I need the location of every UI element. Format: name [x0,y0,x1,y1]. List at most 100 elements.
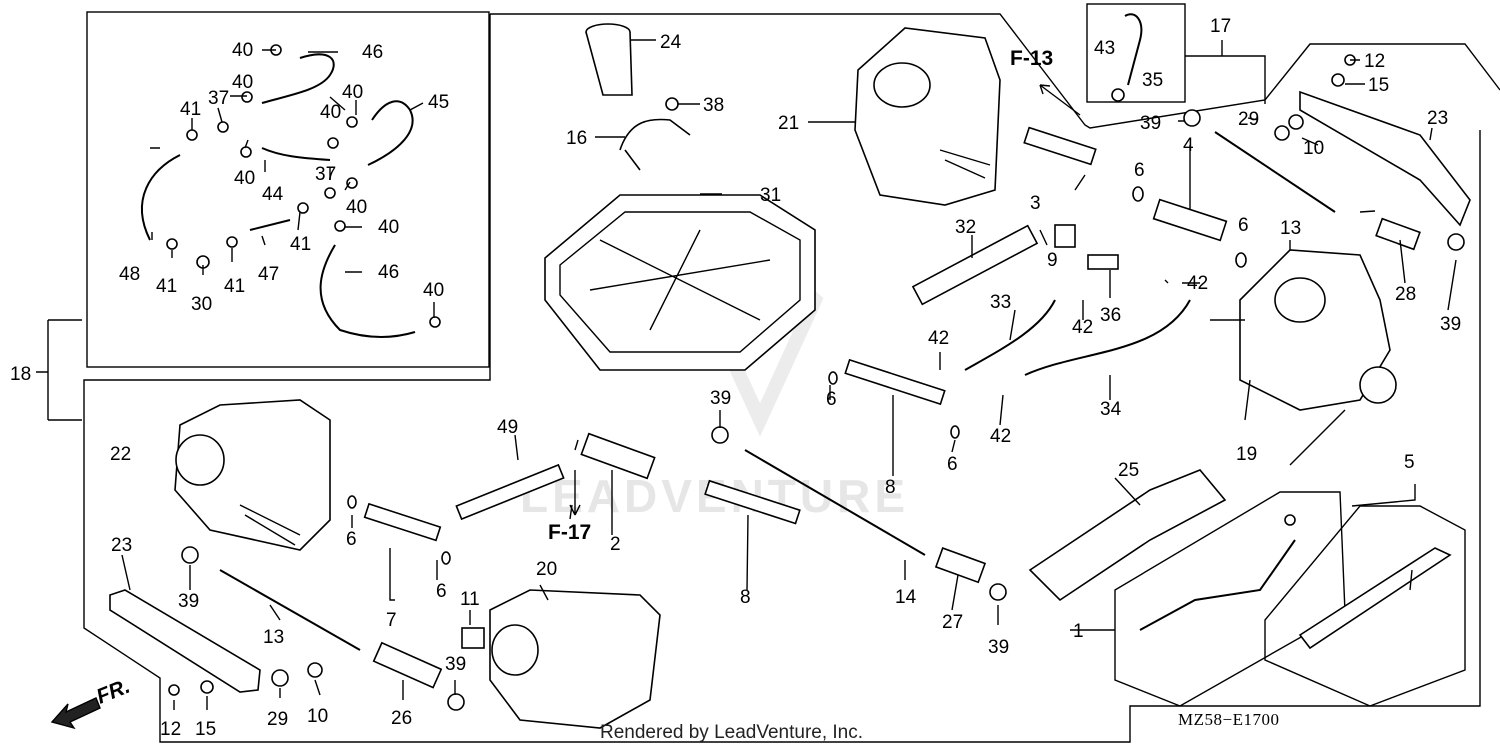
chamber-31-inner [559,211,801,353]
label-part-12: 12 [160,719,181,740]
label-part-13: 13 [1280,218,1301,239]
nut-39-a [1183,109,1201,127]
credit-text: Rendered by LeadVenture, Inc. [600,722,863,743]
hose-46-upper [261,53,335,104]
label-part-41: 41 [156,276,177,297]
nut-39-f [447,693,465,711]
screw-38 [665,97,679,111]
label-part-16: 16 [566,128,587,149]
label-part-7: 7 [386,610,397,631]
clip-41-d [226,236,238,248]
label-part-37: 37 [208,88,229,109]
carb-19-pulley [1359,366,1397,404]
bracket-5 [1351,484,1416,507]
label-part-6: 6 [346,529,357,550]
label-part-12: 12 [1364,51,1385,72]
label-part-6: 6 [1238,215,1249,236]
carb-22-bore [175,434,225,486]
hose-33 [964,299,1056,371]
label-part-30: 30 [191,294,212,315]
o-ring-6c [828,371,838,385]
leader-lines [121,39,1457,710]
hose-kit [140,44,441,338]
part-labels: 40 46 40 45 41 37 40 40 40 44 37 40 41 4… [10,16,1461,740]
label-part-40: 40 [342,82,363,103]
carb-20-bore [491,624,539,676]
screw-12-lower [168,684,180,696]
hose-34 [1024,299,1191,376]
label-part-39: 39 [710,388,731,409]
label-part-13: 13 [263,627,284,648]
o-ring-6e [347,495,357,509]
label-part-39: 39 [445,654,466,675]
carb-19-arms [1210,319,1346,466]
clip-43 [1111,88,1125,102]
spring-10-upper [1274,125,1290,141]
label-part-20: 20 [536,559,557,580]
nut-39-c [711,426,729,444]
front-label: FR. [93,675,133,709]
label-part-21: 21 [778,113,799,134]
label-part-41: 41 [290,234,311,255]
clip-40-b [241,91,253,103]
rod-1 [1139,539,1296,631]
pipe-7 [363,502,442,542]
collar-28 [1375,217,1421,251]
clip-40-d [327,137,339,149]
clip-41-c [166,238,178,250]
carb-22-spring [239,504,301,546]
label-part-11: 11 [460,589,480,610]
label-part-40: 40 [346,197,367,218]
label-part-40: 40 [234,168,255,189]
label-part-49: 49 [497,417,518,438]
label-part-15: 15 [195,719,216,740]
carburetor-22 [174,399,331,551]
label-part-29: 29 [267,709,288,730]
carb-22-body [174,399,331,551]
label-part-42: 42 [1072,317,1093,338]
front-arrow-icon [50,697,101,730]
label-part-23: 23 [1427,108,1448,129]
collar-27 [934,547,987,584]
hose-46-lower [319,244,416,338]
label-part-4: 4 [1183,135,1194,156]
label-part-39: 39 [1440,314,1461,335]
label-part-27: 27 [942,612,963,633]
label-part-25: 25 [1118,460,1139,481]
clip-40-f [346,177,358,189]
label-part-2: 2 [610,534,621,555]
label-part-10: 10 [1303,138,1324,159]
nut-39-d [989,583,1007,601]
ref-f17-arrow [569,470,581,516]
label-part-17: 17 [1210,16,1231,37]
hose-kit-leaders [150,49,435,318]
o-ring-6d [950,425,960,439]
label-part-24: 24 [660,32,682,53]
label-part-41: 41 [224,276,245,297]
o-ring-6a [1132,186,1144,202]
label-part-44: 44 [262,184,284,205]
clip-40-c [346,116,358,128]
ref-f13[interactable]: F-13 [1010,47,1053,70]
hose-32 [911,224,1039,306]
chamber-31 [544,194,816,371]
diagram-code: MZ58−E1700 [1178,710,1279,729]
label-part-8: 8 [885,477,896,498]
label-part-6: 6 [1134,160,1145,181]
label-part-40: 40 [378,217,399,238]
bracket-17 [1185,40,1266,104]
bracket-16 [619,118,691,171]
carb-21-spring [939,149,991,179]
carb-19-bore [1274,277,1326,323]
pipes-and-shafts [109,13,1471,711]
ref-f17[interactable]: F-17 [548,521,591,544]
collar-29-upper [1288,114,1304,130]
label-part-3: 3 [1030,193,1041,214]
carb-21-body [854,27,1001,206]
pipe-8-upper [844,358,946,406]
main-outline-bottom [83,14,1481,743]
label-part-39: 39 [988,637,1009,658]
label-part-14: 14 [895,587,917,608]
bracket-25 [1028,469,1227,602]
